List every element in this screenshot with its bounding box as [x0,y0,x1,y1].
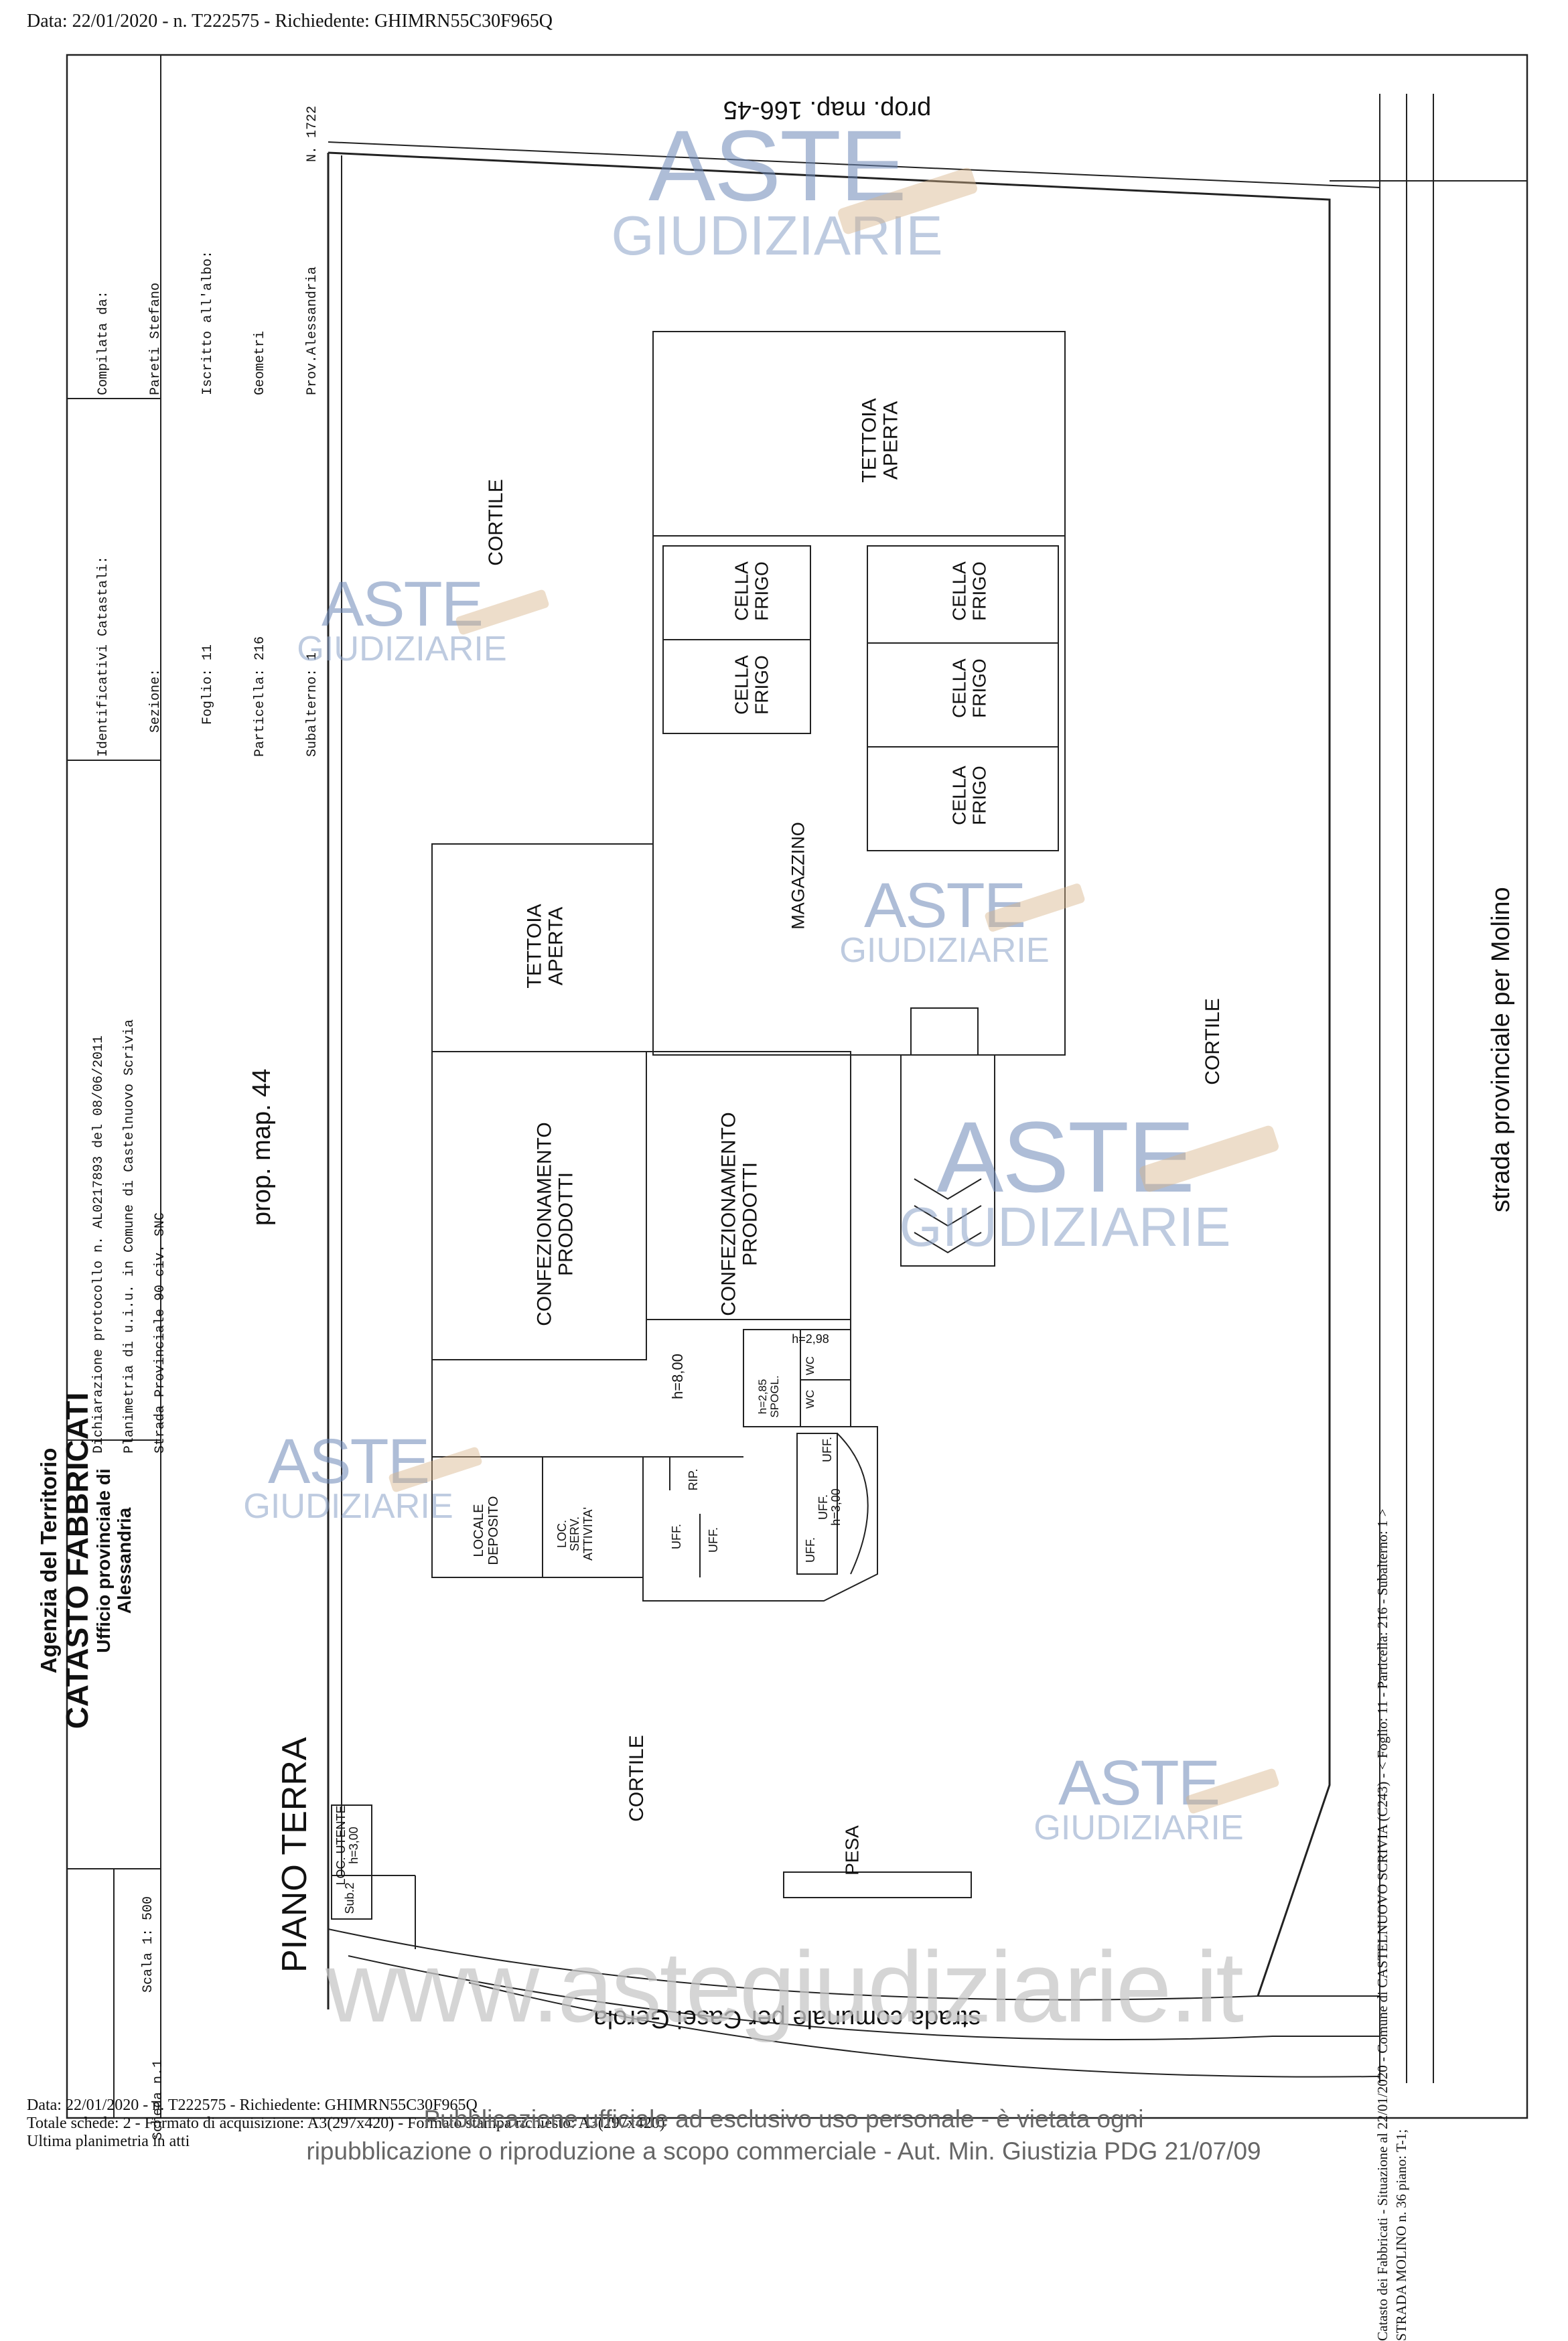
room-ct: h=2,98 [792,1332,829,1346]
watermark-aste-word: ASTE [648,109,907,222]
floor-plan-drawing [66,54,1528,2119]
watermark-site: www.astegiudiziarie.it [326,1930,1244,2043]
room-cortile-bottom: CORTILE [626,1735,648,1822]
neighbor-right: strada provinciale per Molino [1487,887,1515,1212]
identifiers-line-4: Particella: 216 [253,636,268,757]
declaration-block: Dichiarazione protocollo n. AL0217893 de… [84,784,184,1453]
room-uff-h: UFF. h=3,00 [816,1488,843,1526]
watermark-notice: Pubblicazione ufficiale ad esclusivo uso… [281,2103,1286,2168]
room-locale-deposito: LOCALE DEPOSITO [472,1496,501,1565]
room-confezionamento-left: CONFEZIONAMENTO PRODOTTI [533,1122,577,1326]
bottom-footer-line-3: Ultima planimetria in atti [27,2133,190,2150]
watermark-aste-1: ASTE GIUDIZIARIE [576,109,978,267]
declaration-line-1: Dichiarazione protocollo n. AL0217893 de… [91,1035,106,1453]
watermark-giudiziarie-word: GIUDIZIARIE [611,205,943,267]
identifiers-line-1: Identificativi Catastali: [96,555,111,757]
compiled-line-3: Iscritto all'albo: [200,250,216,395]
right-footer: Catasto dei Fabbricati - Situazione al 2… [1373,800,1413,2341]
room-wc-1: WC [804,1389,816,1409]
room-uff-1: UFF. [670,1524,683,1549]
compiled-block: Compilata da: Pareti Stefano Iscritto al… [60,60,320,395]
watermark-notice-line-2: ripubblicazione o riproduzione a scopo c… [306,2137,1261,2165]
room-cella-frigo-5: CELLA FRIGO [948,766,990,825]
watermark-giudiziarie-word: GIUDIZIARIE [243,1486,453,1526]
right-footer-line-1: Catasto dei Fabbricati - Situazione al 2… [1374,1508,1391,2341]
room-cortile-top: CORTILE [485,479,507,566]
identifiers-block: Identificativi Catastali: Sezione: Fogli… [60,409,320,757]
watermark-aste-4: ASTE GIUDIZIARIE [877,1101,1253,1258]
watermark-aste-3: ASTE GIUDIZIARIE [817,870,1072,970]
watermark-aste-5: ASTE GIUDIZIARIE [228,1426,469,1526]
room-loc-serv: LOC. SERV. ATTIVITA' [555,1507,595,1561]
watermark-aste-6: ASTE GIUDIZIARIE [1018,1748,1259,1847]
watermark-aste-word: ASTE [267,1426,430,1497]
compiled-line-5: Prov.Alessandria N. 1722 [305,105,320,395]
room-cella-frigo-4: CELLA FRIGO [948,658,990,718]
bottom-footer-line-1: Data: 22/01/2020 - n. T222575 - Richiede… [27,2097,478,2114]
room-tettoia-left: TETTOIA APERTA [523,904,567,989]
declaration-line-2: Planimetria di u.i.u. in Comune di Caste… [122,1019,137,1453]
room-rip: RIP. [687,1468,700,1491]
header-text: Data: 22/01/2020 - n. T222575 - Richiede… [27,11,553,31]
right-footer-line-2: STRADA MOLINO n. 36 piano: T-1; [1393,2129,1409,2341]
watermark-aste-word: ASTE [863,870,1026,941]
neighbor-left: prop. map. 44 [248,1068,276,1226]
compiled-line-1: Compilata da: [96,290,111,395]
room-confezionamento-right: CONFEZIONAMENTO PRODOTTI [717,1112,762,1316]
label-h-main: h=8,00 [669,1354,686,1399]
watermark-aste-word: ASTE [936,1101,1195,1213]
bottom-footer-line-2: Totale schede: 2 - Formato di acquisizio… [27,2115,665,2132]
room-cella-frigo-1: CELLA FRIGO [731,561,772,621]
room-pesa: PESA [841,1825,863,1875]
watermark-aste-2: ASTE GIUDIZIARIE [281,569,522,668]
room-cella-frigo-2: CELLA FRIGO [731,655,772,715]
room-cella-frigo-3: CELLA FRIGO [948,561,990,621]
compiled-line-4: Geometri [253,330,268,395]
room-uff-2: UFF. [707,1527,720,1553]
watermark-giudiziarie-word: GIUDIZIARIE [899,1196,1231,1258]
identifiers-line-2: Sezione: [148,668,163,757]
bottom-footer: Data: 22/01/2020 - n. T222575 - Richiede… [27,2097,665,2151]
room-sub2: Sub.2 [343,1882,356,1914]
room-cortile-right: CORTILE [1202,998,1224,1085]
room-magazzino: MAGAZZINO [788,822,808,930]
watermark-aste-word: ASTE [1058,1748,1220,1819]
watermark-giudiziarie-word: GIUDIZIARIE [297,629,507,668]
room-wc-2: WC [804,1356,816,1376]
agency-name: Agenzia del Territorio [36,1447,61,1674]
compiled-line-2: Pareti Stefano [148,282,163,395]
watermark-notice-line-1: Pubblicazione ufficiale ad esclusivo uso… [423,2105,1144,2133]
room-uff-4: UFF. [821,1437,834,1462]
watermark-giudiziarie-word: GIUDIZIARIE [1034,1808,1244,1847]
declaration-line-3: Strada Provinciale 90 civ. SNC [153,1212,168,1453]
room-tettoia-top: TETTOIA APERTA [858,398,902,483]
watermark-aste-word: ASTE [321,569,484,640]
watermark-giudiziarie-word: GIUDIZIARIE [839,930,1050,970]
room-spogl: h=2,85 SPOGL. [756,1375,782,1418]
scale-label: Scala 1: 500 [141,1896,156,1993]
identifiers-line-3: Foglio: 11 [200,644,216,757]
